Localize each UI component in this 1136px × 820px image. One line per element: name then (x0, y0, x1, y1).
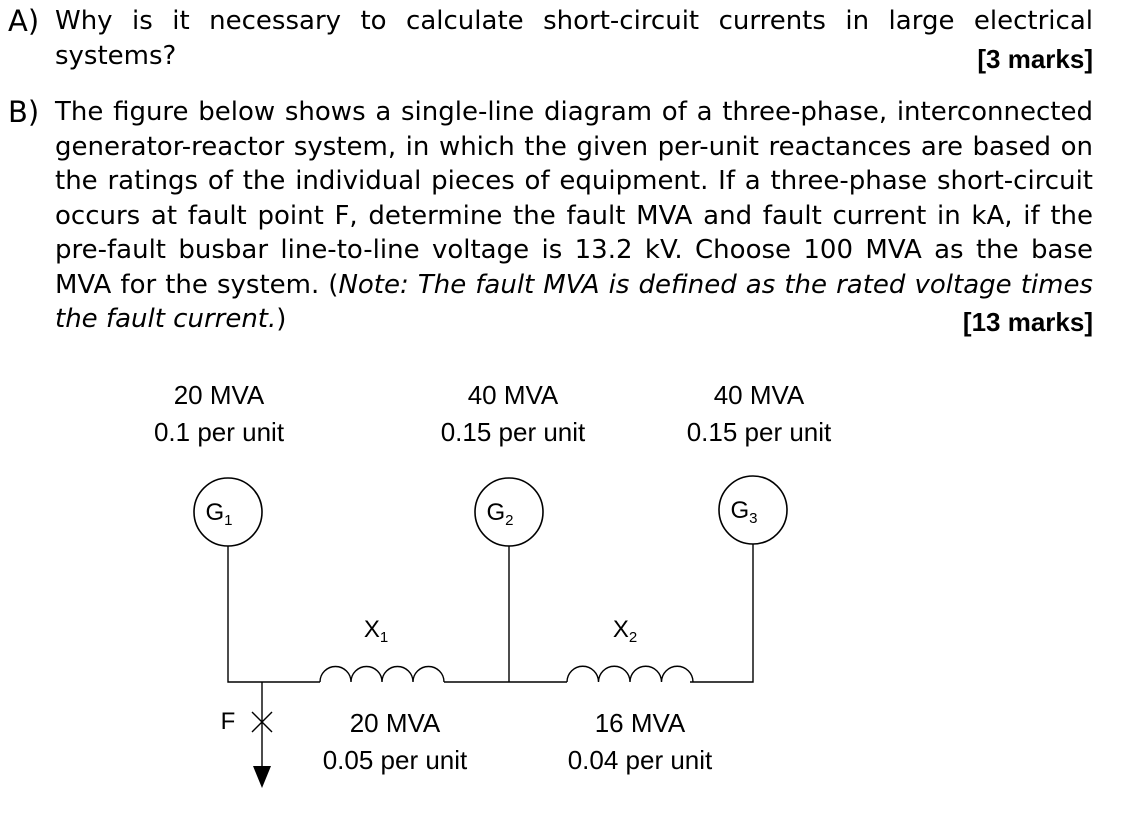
x2-rating: 16 MVA (595, 708, 686, 738)
g1-symbol: G (205, 499, 224, 526)
g2-symbol: G (486, 499, 505, 526)
x1-rating: 20 MVA (350, 708, 441, 738)
g2-label: G2 (486, 499, 513, 529)
g3-label: G3 (730, 497, 757, 527)
g1-subscript: 1 (224, 512, 232, 529)
x2-reactor-coil-icon (566, 665, 694, 683)
question-a-text: Why is it necessary to calculate short-c… (55, 6, 1093, 71)
fault-label: F (221, 708, 236, 735)
g1-reactance: 0.1 per unit (154, 417, 285, 447)
x2-reactance: 0.04 per unit (568, 745, 713, 775)
question-b-text-end: ) (276, 304, 287, 334)
g1-feeder-line (227, 546, 320, 683)
question-a-label: A) (8, 4, 40, 38)
g3-symbol: G (730, 497, 749, 524)
g2-subscript: 2 (505, 512, 513, 529)
g2-reactance: 0.15 per unit (441, 417, 586, 447)
g2-rating: 40 MVA (468, 380, 559, 410)
g3-rating: 40 MVA (714, 380, 805, 410)
x1-reactor-coil-icon (319, 665, 445, 683)
x1-label: X1 (364, 616, 388, 646)
question-b: B) The figure below shows a single-line … (8, 95, 1093, 337)
fault-arrow-icon (253, 766, 271, 788)
x2-subscript: 2 (629, 629, 637, 646)
fault-cross-icon (251, 711, 273, 733)
g1-rating: 20 MVA (174, 380, 265, 410)
question-b-main-text: The figure below shows a single-line dia… (55, 97, 1093, 300)
question-b-marks: [13 marks] (962, 307, 1093, 337)
question-a: A) Why is it necessary to calculate shor… (8, 4, 1093, 74)
x1-reactance: 0.05 per unit (323, 745, 468, 775)
question-b-note: Note: The fault MVA is defined as the ra… (55, 269, 1093, 335)
question-b-text: The figure below shows a single-line dia… (55, 95, 1093, 337)
x2-symbol: X (613, 616, 629, 643)
question-a-marks: [3 marks] (977, 44, 1093, 74)
x1-subscript: 1 (380, 629, 388, 646)
g3-reactance: 0.15 per unit (687, 417, 832, 447)
g3-feeder-line (690, 544, 754, 683)
x2-label: X2 (613, 616, 637, 646)
question-b-label: B) (8, 95, 40, 129)
g1-label: G1 (205, 499, 232, 529)
x1-symbol: X (364, 616, 380, 643)
g3-subscript: 3 (749, 510, 757, 527)
